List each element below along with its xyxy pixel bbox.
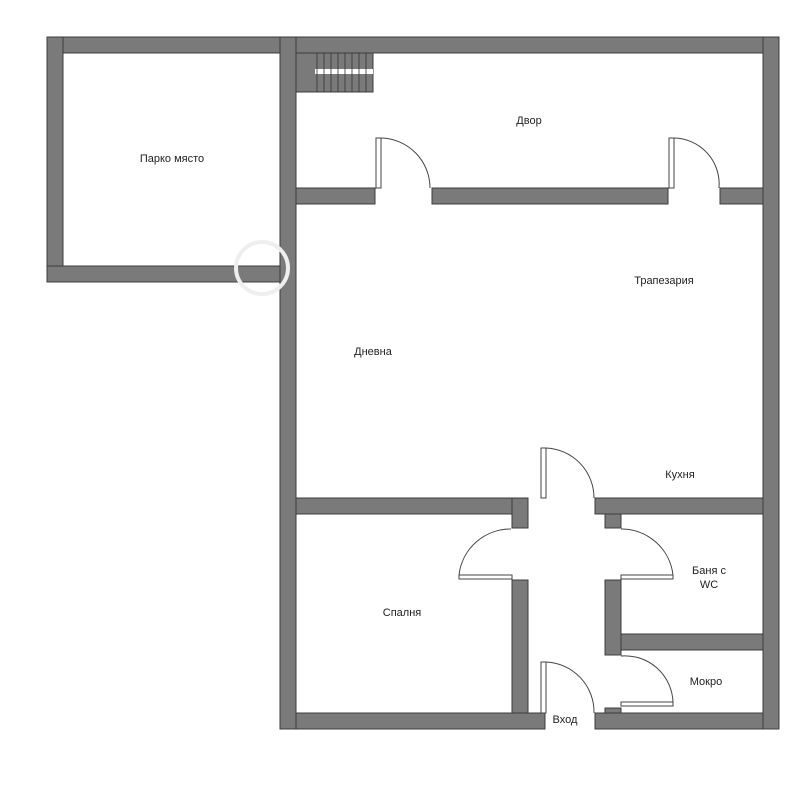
watermark-logo (234, 240, 290, 296)
room-label-laundry: Мокро (689, 676, 723, 688)
room-label-yard: Двор (516, 115, 542, 127)
doors (375, 137, 720, 714)
room-label-bathroom-line2: WC (699, 579, 719, 591)
room-label-dining: Трапезария (634, 275, 694, 287)
stairs (295, 52, 374, 93)
parking-walls (46, 36, 282, 283)
room-label-parking: Парко място (139, 153, 205, 165)
room-label-living: Дневна (354, 346, 392, 358)
room-label-entrance: Вход (552, 714, 578, 726)
house-walls (279, 36, 780, 730)
room-label-kitchen: Кухня (665, 469, 695, 481)
room-label-bedroom: Спалня (382, 607, 422, 619)
room-label-bathroom-line1: Баня с (692, 565, 726, 577)
